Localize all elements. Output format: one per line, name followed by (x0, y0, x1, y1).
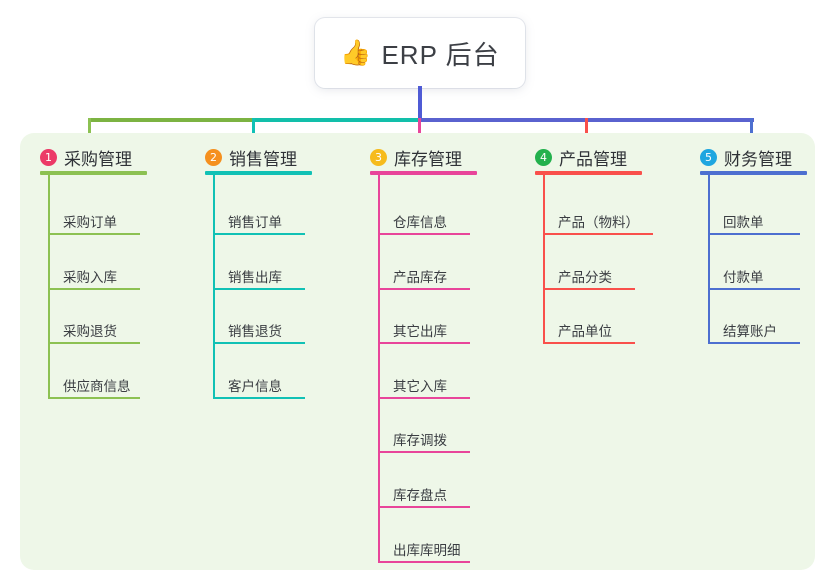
modules-panel (20, 133, 815, 570)
module-item-rule (708, 342, 800, 345)
root-node-label: ERP 后台 (381, 39, 500, 70)
column-header-5[interactable]: 5 财务管理 (700, 145, 792, 170)
module-item-rule (378, 287, 470, 290)
module-item-rule (378, 560, 470, 563)
root-node-erp-backend[interactable]: 👍 ERP 后台 (315, 18, 525, 88)
module-item-rule (48, 396, 140, 399)
module-item-rule (48, 233, 140, 235)
module-item[interactable]: 库存调拨 (393, 433, 447, 449)
module-item-rule (213, 233, 305, 235)
module-item-rule (213, 342, 305, 345)
module-item[interactable]: 产品分类 (558, 269, 612, 285)
thumbs-up-icon: 👍 (340, 38, 372, 67)
bar-segment-left (88, 118, 255, 122)
column-title: 库存管理 (394, 150, 462, 169)
column-spine (213, 173, 215, 397)
module-item[interactable]: 仓库信息 (393, 215, 447, 230)
module-item-rule (543, 287, 635, 290)
column-index-badge: 2 (205, 149, 222, 166)
module-item-rule (213, 287, 305, 290)
column-spine (48, 173, 50, 397)
module-item[interactable]: 其它出库 (393, 324, 447, 340)
module-item[interactable]: 结算账户 (723, 324, 777, 340)
module-item[interactable]: 采购退货 (63, 324, 117, 340)
column-header-rule (700, 171, 807, 175)
module-item-rule (378, 233, 470, 235)
column-header-rule (40, 171, 147, 175)
module-item-rule (48, 287, 140, 290)
module-item-rule (378, 342, 470, 345)
column-header-2[interactable]: 2 销售管理 (205, 145, 297, 170)
module-item[interactable]: 销售退货 (228, 324, 282, 340)
module-item[interactable]: 付款单 (723, 269, 764, 285)
column-title: 采购管理 (64, 150, 132, 169)
module-item[interactable]: 销售订单 (228, 215, 282, 230)
module-item-rule (378, 506, 470, 508)
column-spine (378, 173, 380, 561)
module-item[interactable]: 产品（物料） (558, 215, 639, 230)
column-spine (543, 173, 545, 343)
module-item[interactable]: 客户信息 (228, 378, 282, 394)
module-item-rule (378, 451, 470, 454)
column-index-badge: 1 (40, 149, 57, 166)
column-header-1[interactable]: 1 采购管理 (40, 145, 132, 170)
column-title: 财务管理 (724, 150, 792, 169)
column-header-3[interactable]: 3 库存管理 (370, 145, 462, 170)
column-index-badge: 3 (370, 149, 387, 166)
module-item[interactable]: 回款单 (723, 215, 764, 230)
column-title: 销售管理 (229, 150, 297, 169)
module-item-rule (213, 396, 305, 399)
bar-segment-mid (252, 118, 421, 122)
module-item-rule (708, 287, 800, 290)
module-item-rule (708, 233, 800, 235)
column-header-rule (205, 171, 312, 175)
column-title: 产品管理 (559, 150, 627, 169)
column-index-badge: 4 (535, 149, 552, 166)
module-item[interactable]: 产品库存 (393, 269, 447, 285)
module-item-rule (543, 233, 653, 235)
column-header-4[interactable]: 4 产品管理 (535, 145, 627, 170)
module-item[interactable]: 供应商信息 (63, 378, 131, 394)
trunk-connector (418, 86, 422, 120)
module-item[interactable]: 采购入库 (63, 269, 117, 285)
module-item[interactable]: 出库库明细 (393, 542, 461, 558)
column-index-badge: 5 (700, 149, 717, 166)
module-item-rule (378, 396, 470, 399)
column-spine (708, 173, 710, 343)
module-item-rule (543, 342, 635, 345)
module-item[interactable]: 其它入库 (393, 378, 447, 394)
module-item-rule (48, 342, 140, 345)
column-header-rule (370, 171, 477, 175)
column-header-rule (535, 171, 642, 175)
module-item[interactable]: 产品单位 (558, 324, 612, 340)
module-item[interactable]: 库存盘点 (393, 488, 447, 503)
module-item[interactable]: 采购订单 (63, 215, 117, 230)
module-item[interactable]: 销售出库 (228, 269, 282, 285)
